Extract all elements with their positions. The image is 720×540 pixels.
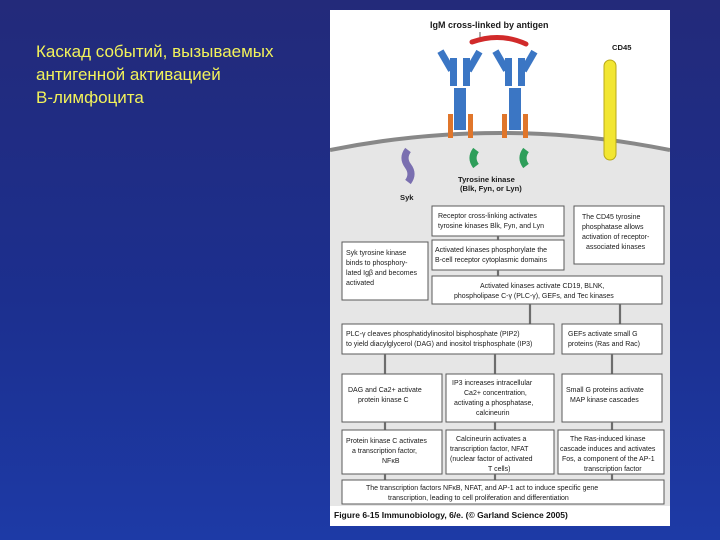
box-gefs [561, 323, 663, 355]
tyrosine-kinase-label-1: Tyrosine kinase [458, 175, 515, 184]
figure-caption: Figure 6-15 Immunobiology, 6/e. (© Garla… [334, 510, 568, 520]
cd45-icon [603, 59, 617, 161]
box-dag-line1: DAG and Ca2+ activate [348, 387, 422, 394]
antigen-icon [469, 35, 529, 47]
box-pkc [341, 429, 443, 475]
box-cd45 [573, 205, 665, 265]
kinase-icon-left [469, 147, 479, 169]
box-plc-line1: PLC-γ cleaves phosphatidylinositol bisph… [346, 331, 520, 338]
box-receptor-line2: tyrosine kinases Blk, Fyn, and Lyn [438, 223, 544, 230]
box-calcineurin-line4: T cells) [488, 466, 510, 473]
box-calcineurin-line1: Calcineurin activates a [456, 436, 527, 443]
box-dag [341, 373, 443, 423]
box-ip3-line1: IP3 increases intracellular [452, 380, 533, 387]
box-syk-line4: activated [346, 280, 374, 287]
box-syk-line1: Syk tyrosine kinase [346, 250, 406, 257]
box-cd19 [431, 275, 663, 305]
box-final-line2: transcription, leading to cell prolifera… [388, 495, 569, 502]
box-calcineurin [445, 429, 555, 475]
box-cd45-line3: activation of receptor- [582, 234, 650, 241]
box-small-g-line2: MAP kinase cascades [570, 397, 639, 404]
box-syk [341, 241, 429, 301]
box-cd45-line4: associated kinases [586, 244, 646, 251]
box-syk-line3: lated Igβ and becomes [346, 270, 417, 277]
box-receptor-line1: Receptor cross-linking activates [438, 213, 537, 220]
box-calcineurin-line3: (nuclear factor of activated [450, 456, 533, 463]
box-ras-line4: transcription factor [584, 466, 642, 473]
box-pkc-line3: NFκB [382, 458, 400, 465]
igm-receptor-left [437, 49, 483, 138]
slide-title: Каскад событий, вызываемых антигенной ак… [36, 42, 274, 107]
box-receptor [431, 205, 565, 237]
box-cd19-line1: Activated kinases activate CD19, BLNK, [480, 283, 605, 290]
box-cd45-line1: The CD45 tyrosine [582, 214, 640, 221]
box-plc-line2: to yield diacylglycerol (DAG) and inosit… [346, 341, 532, 348]
box-small-g-line1: Small G proteins activate [566, 387, 644, 394]
box-gefs-line2: proteins (Ras and Rac) [568, 341, 640, 348]
box-ip3-line4: calcineurin [476, 410, 510, 417]
syk-icon [401, 147, 415, 185]
box-final [341, 479, 665, 505]
igm-receptor-right [492, 49, 538, 138]
box-cd19-line2: phospholipase C-γ (PLC-γ), GEFs, and Tec… [454, 293, 614, 300]
cell-membrane [330, 131, 670, 152]
box-ras [557, 429, 665, 475]
tyrosine-kinase-label-2: (Blk, Fyn, or Lyn) [460, 184, 522, 193]
box-pkc-line2: a transcription factor, [352, 448, 417, 455]
box-ip3 [445, 373, 555, 423]
box-dag-line2: protein kinase C [358, 397, 409, 404]
box-gefs-line1: GEFs activate small G [568, 331, 638, 338]
box-final-line1: The transcription factors NFκB, NFAT, an… [366, 485, 598, 492]
signaling-cascade-diagram: IgM cross-linked by antigen CD45 Syk Tyr… [330, 20, 670, 506]
box-ras-line1: The Ras-induced kinase [570, 436, 646, 443]
box-ras-line3: Fos, a component of the AP-1 [562, 456, 655, 463]
box-activated-kinases-line2: B-cell receptor cytoplasmic domains [435, 257, 548, 264]
box-activated-kinases-line1: Activated kinases phosphorylate the [435, 247, 547, 254]
box-activated-kinases [431, 239, 565, 271]
box-cd45-line2: phosphatase allows [582, 224, 644, 231]
box-small-g [561, 373, 663, 423]
box-ip3-line3: activating a phosphatase, [454, 400, 533, 407]
box-syk-line2: binds to phosphory- [346, 260, 408, 267]
kinase-icon-right [519, 147, 529, 169]
syk-label: Syk [400, 193, 414, 202]
box-ras-line2: cascade induces and activates [560, 446, 656, 453]
box-plc [341, 323, 555, 355]
box-calcineurin-line2: transcription factor, NFAT [450, 446, 529, 453]
box-ip3-line2: Ca2+ concentration, [464, 390, 527, 397]
box-pkc-line1: Protein kinase C activates [346, 438, 427, 445]
signaling-figure: IgM cross-linked by antigen CD45 Syk Tyr… [330, 10, 670, 526]
cd45-label: CD45 [612, 43, 632, 52]
igm-label: IgM cross-linked by antigen [430, 20, 549, 30]
